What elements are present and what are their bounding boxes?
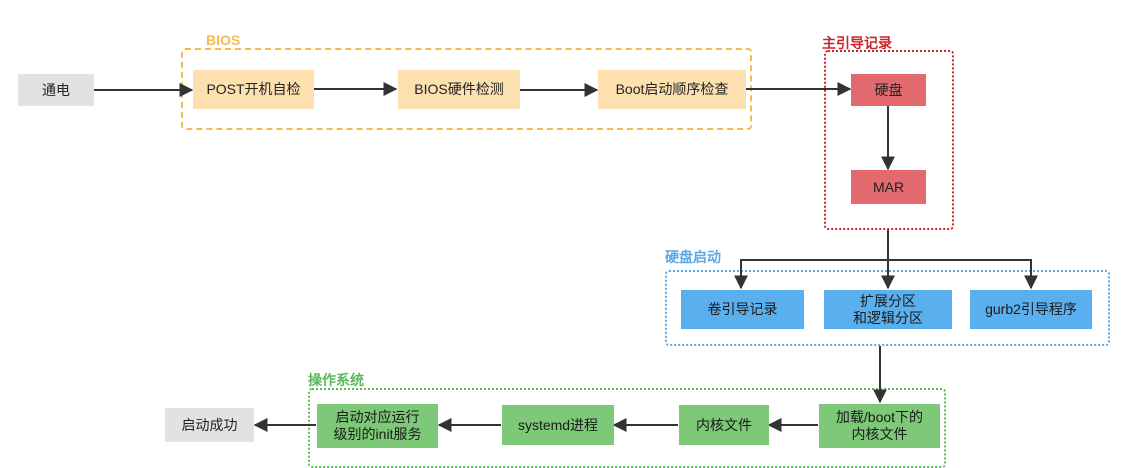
mbr-group <box>824 50 954 230</box>
hard-disk-node: 硬盘 <box>851 74 926 106</box>
volume-boot-record-node: 卷引导记录 <box>681 290 804 329</box>
disk-boot-group-label: 硬盘启动 <box>665 249 721 265</box>
os-group-label: 操作系统 <box>308 372 364 388</box>
grub2-loader-node: gurb2引导程序 <box>970 290 1092 329</box>
kernel-file-node: 内核文件 <box>679 405 769 445</box>
mbr-group-label: 主引导记录 <box>822 35 892 51</box>
load-kernel-node: 加载/boot下的 内核文件 <box>819 404 940 448</box>
bios-hw-check-node: BIOS硬件检测 <box>398 70 520 109</box>
mar-node: MAR <box>851 170 926 204</box>
systemd-node: systemd进程 <box>502 405 614 445</box>
post-node: POST开机自检 <box>193 70 314 109</box>
power-on-node: 通电 <box>18 74 94 106</box>
flow-edges <box>94 82 1038 432</box>
extended-partition-node: 扩展分区 和逻辑分区 <box>824 290 952 329</box>
init-service-node: 启动对应运行 级别的init服务 <box>317 404 438 448</box>
boot-success-node: 启动成功 <box>165 408 254 442</box>
boot-order-node: Boot启动顺序检查 <box>598 70 746 109</box>
bios-group-label: BIOS <box>206 32 241 48</box>
